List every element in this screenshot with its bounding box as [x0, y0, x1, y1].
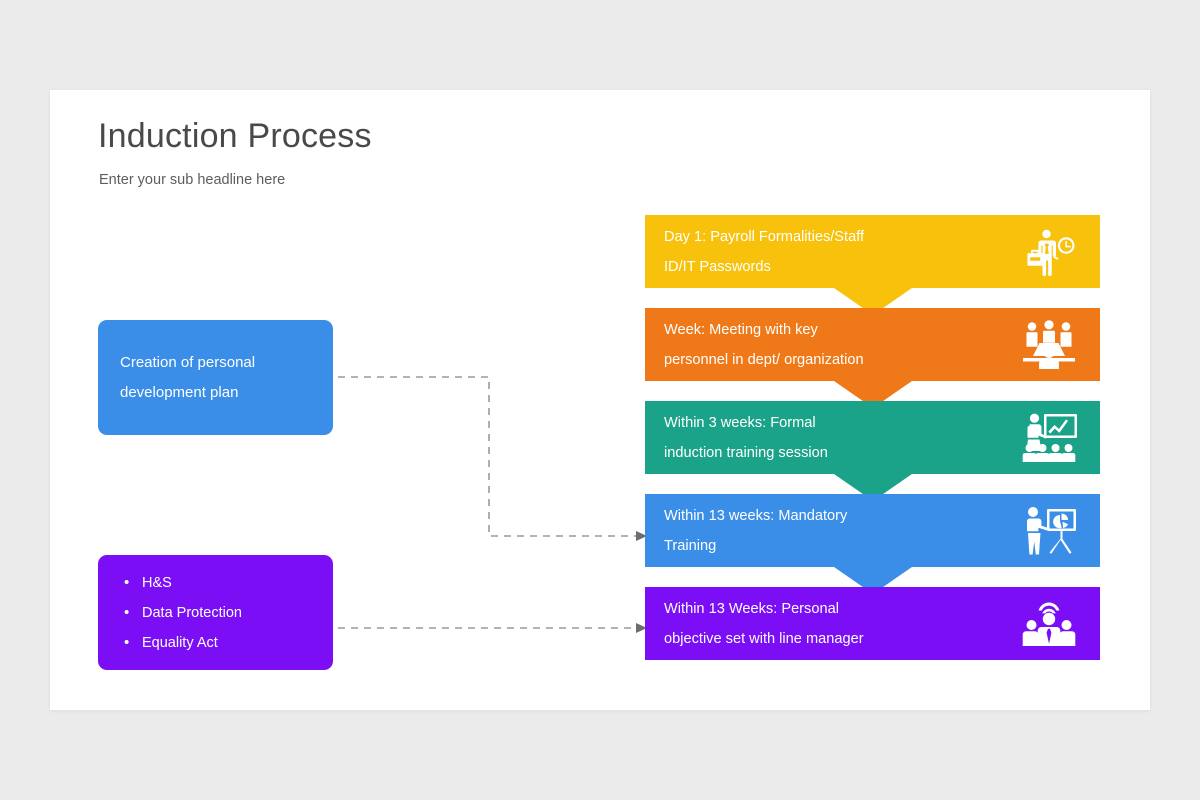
box-policy-topics[interactable]: • H&S • Data Protection • Equality Act [98, 555, 333, 670]
list-item-label: Data Protection [142, 604, 242, 621]
team-leader-group-icon [1020, 598, 1078, 650]
step-text: Within 13 Weeks: Personal objective set … [664, 587, 964, 660]
box-line: Creation of personal [120, 353, 256, 371]
step-text: Week: Meeting with key personnel in dept… [664, 308, 964, 381]
step-line: personnel in dept/ organization [664, 351, 864, 368]
businessman-briefcase-clock-icon [1020, 226, 1078, 278]
step-background [645, 215, 1100, 288]
step-within-13-weeks-training[interactable]: Within 13 weeks: Mandatory Training [645, 494, 1100, 594]
presenter-pie-chart-easel-icon [1020, 505, 1078, 557]
step-line: objective set with line manager [664, 630, 864, 647]
step-line: ID/IT Passwords [664, 258, 771, 275]
step-text: Within 3 weeks: Formal induction trainin… [664, 401, 964, 474]
step-background [645, 587, 1100, 660]
list-item: • Data Protection [124, 598, 307, 628]
step-line: induction training session [664, 444, 828, 461]
step-background [645, 401, 1100, 474]
bullet-icon: • [124, 573, 130, 591]
meeting-table-people-icon [1020, 319, 1078, 371]
presenter-chart-audience-icon [1020, 412, 1078, 464]
step-line: Within 3 weeks: Formal [664, 414, 816, 431]
step-line: Within 13 weeks: Mandatory [664, 507, 848, 524]
connector-plan-to-mandatory-training [338, 376, 647, 541]
slide-card: Induction Process Enter your sub headlin… [50, 90, 1150, 710]
step-week[interactable]: Week: Meeting with key personnel in dept… [645, 308, 1100, 408]
bullet-icon: • [124, 603, 130, 621]
step-within-13-weeks-objective[interactable]: Within 13 Weeks: Personal objective set … [645, 587, 1100, 660]
bullet-icon: • [124, 633, 130, 651]
connector-policies-to-personal-objective [338, 623, 647, 633]
step-line: Within 13 Weeks: Personal [664, 600, 839, 617]
page-title: Induction Process [98, 117, 372, 155]
step-line: Week: Meeting with key [664, 321, 818, 338]
list-item-label: H&S [142, 574, 172, 591]
list-item-label: Equality Act [142, 634, 218, 651]
step-text: Day 1: Payroll Formalities/Staff ID/IT P… [664, 215, 964, 288]
page-subtitle: Enter your sub headline here [99, 172, 286, 188]
list-item: • Equality Act [124, 628, 307, 658]
box-line: development plan [120, 383, 239, 401]
step-text: Within 13 weeks: Mandatory Training [664, 494, 964, 567]
step-line: Day 1: Payroll Formalities/Staff [664, 228, 865, 245]
list-item: • H&S [124, 568, 307, 598]
step-background [645, 494, 1100, 567]
step-day-1[interactable]: Day 1: Payroll Formalities/Staff ID/IT P… [645, 215, 1100, 315]
step-background [645, 308, 1100, 381]
step-within-3-weeks[interactable]: Within 3 weeks: Formal induction trainin… [645, 401, 1100, 501]
step-line: Training [664, 537, 717, 554]
box-personal-development-plan[interactable]: Creation of personal development plan [98, 320, 333, 435]
